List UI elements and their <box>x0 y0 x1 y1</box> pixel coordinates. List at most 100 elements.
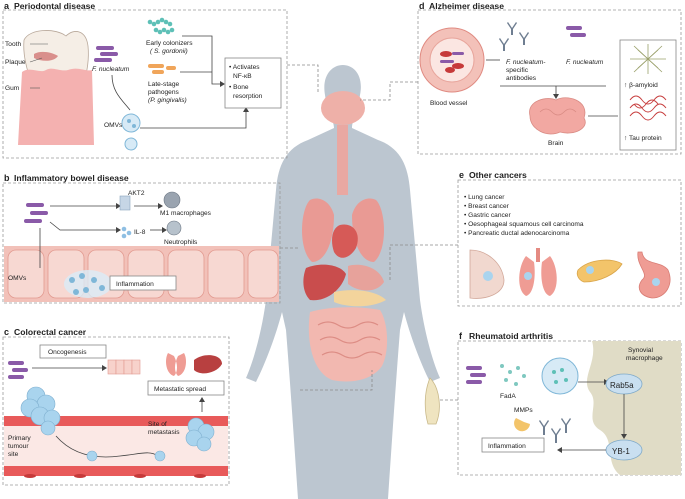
brain-icon <box>529 97 586 135</box>
panel-c-title: Colorectal cancer <box>14 327 87 337</box>
effect-bone: • Bone <box>229 84 249 91</box>
vesicle-f <box>541 357 579 395</box>
label-omvs-b: OMVs <box>8 275 27 282</box>
label-fada: FadA <box>500 393 516 400</box>
effect-resorption: resorption <box>233 93 263 100</box>
panel-a-title: Periodontal disease <box>14 1 95 11</box>
label-tumour: tumour <box>8 443 29 450</box>
lung-icon-c <box>166 353 186 376</box>
label-late-stage: Late-stage <box>148 81 179 88</box>
label-blood-vessel: Blood vessel <box>430 100 468 107</box>
body-silhouette <box>246 65 440 499</box>
metastatic-tumour <box>185 417 215 452</box>
effect-activates: • Activates <box>229 64 260 71</box>
label-akt2: AKT2 <box>128 190 145 197</box>
pancreas-organ <box>334 290 386 307</box>
panel-ibd: b Inflammatory bowel disease AKT2 M1 mac… <box>2 173 281 304</box>
tau-tangles <box>629 95 667 121</box>
human-body <box>246 65 440 499</box>
connector-lines <box>280 64 458 401</box>
fnucleatum-bacteria-b <box>24 203 48 223</box>
intestine-organ <box>308 307 388 382</box>
panel-e-title: Other cancers <box>469 170 527 180</box>
early-colonizers-bacteria <box>147 17 175 35</box>
amyloid-fibrils <box>630 44 666 74</box>
fnucleatum-bacteria-c <box>8 361 28 379</box>
label-antibodies-3: antibodies <box>506 75 537 82</box>
label-antibodies-2: specific <box>506 67 529 74</box>
panel-c-letter: c <box>4 327 9 337</box>
liver-organ <box>303 264 346 301</box>
m1-macrophage-icon <box>163 191 181 209</box>
cancer-item: • Gastric cancer <box>464 212 511 219</box>
label-tau: ↑ Tau protein <box>624 135 662 142</box>
gum-drawing <box>18 68 94 145</box>
pancreas-icon <box>576 259 623 283</box>
label-plaque: Plaque <box>5 59 26 66</box>
akt2-receptor-icon <box>119 195 131 211</box>
label-metastasis: metastasis <box>148 429 180 436</box>
label-pathogens: pathogens <box>148 89 180 96</box>
il8-molecules <box>121 226 132 239</box>
panel-d-title: Alzheimer disease <box>429 1 504 11</box>
mmp-enzyme-icon <box>514 418 530 432</box>
fada-molecules <box>500 364 526 386</box>
omv-cluster-b <box>64 270 112 298</box>
omv-vesicle <box>121 113 141 133</box>
label-oncogenesis: Oncogenesis <box>48 349 87 356</box>
label-inflammation-b: Inflammation <box>116 281 154 288</box>
label-site-of: Site of <box>148 421 167 428</box>
panel-colorectal: c Colorectal cancer Oncogenesis Metastat… <box>2 327 230 486</box>
label-inflammation-f: Inflammation <box>488 443 526 450</box>
label-mmps: MMPs <box>514 407 533 414</box>
label-tooth: Tooth <box>5 41 21 48</box>
label-brain: Brain <box>548 140 564 147</box>
label-rab5a: Rab5a <box>610 381 634 390</box>
label-site: site <box>8 451 19 458</box>
svg-text:a: a <box>4 1 10 11</box>
primary-tumour <box>20 386 61 436</box>
panel-f-letter: f <box>459 331 463 341</box>
label-gum: Gum <box>5 85 20 92</box>
antibodies-f <box>539 418 571 443</box>
label-yb1: YB-1 <box>612 447 630 456</box>
left-lung <box>302 198 334 262</box>
cancer-item: • Oesophageal squamous cell carcinoma <box>464 221 584 228</box>
late-pathogens-bacteria <box>148 64 176 74</box>
effects-box <box>224 57 282 109</box>
vessel-wall-bottom <box>4 466 228 476</box>
cancer-item: • Pancreatic ductal adenocarcinoma <box>464 230 570 237</box>
panel-rheumatoid: f Rheumatoid arthritis Synovial macropha… <box>457 331 682 476</box>
label-synovial-2: macrophage <box>626 355 663 362</box>
label-metastatic: Metastatic spread <box>154 386 206 393</box>
brain-organ <box>321 91 365 125</box>
lung-icon-e <box>519 256 557 296</box>
label-neutrophils: Neutrophils <box>164 239 198 246</box>
panel-f-title: Rheumatoid arthritis <box>469 331 553 341</box>
label-il8: IL-8 <box>134 229 146 236</box>
right-lung <box>352 198 384 262</box>
label-synovial-1: Synovial <box>628 347 653 354</box>
label-pgingivalis: (P. gingivalis) <box>148 97 187 104</box>
panel-b-title: Inflammatory bowel disease <box>14 173 129 183</box>
stomach-organ <box>348 264 384 291</box>
neutrophil-icon <box>166 220 182 236</box>
label-fnucleatum-d: F. nucleatum <box>566 59 604 66</box>
label-omvs-a: OMVs <box>104 122 123 129</box>
synovial-macrophage-cell <box>586 341 681 475</box>
heart-organ <box>332 224 358 258</box>
label-amyloid: ↑ β-amyloid <box>624 82 658 89</box>
epithelial-cells <box>107 359 141 375</box>
effect-nfkb: NF-κB <box>233 73 252 80</box>
label-antibodies-1: F. nucleatum- <box>506 59 546 66</box>
oesophagus-organ <box>337 125 348 195</box>
label-sgordonii: ( S. gordonii) <box>150 48 188 55</box>
panel-b-letter: b <box>4 173 10 183</box>
label-m1: M1 macrophages <box>160 210 212 217</box>
panel-d-letter: d <box>419 1 425 11</box>
label-primary: Primary <box>8 435 31 442</box>
fnucleatum-bacteria-d <box>566 26 586 37</box>
panel-alzheimer: d Alzheimer disease Blood vessel F. nucl… <box>417 1 682 155</box>
